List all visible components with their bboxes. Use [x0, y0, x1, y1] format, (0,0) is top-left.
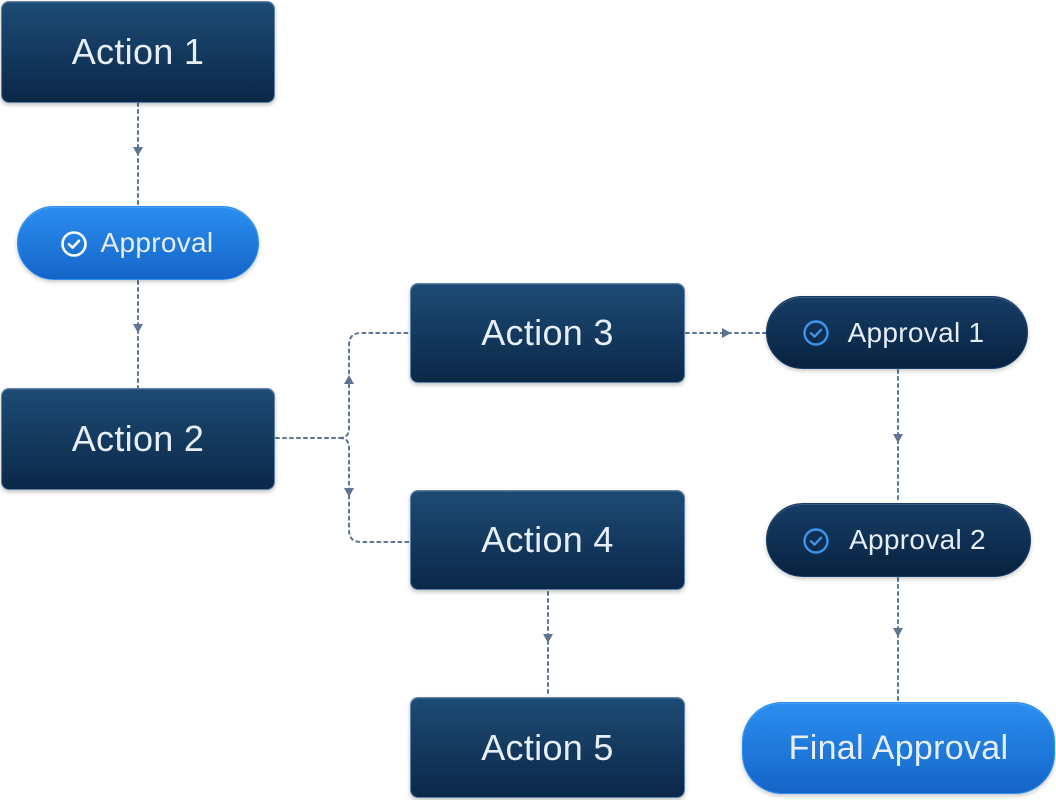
check-circle-icon — [61, 231, 87, 257]
edge-branch-action3 — [339, 332, 411, 439]
arrow-right-icon — [722, 328, 731, 338]
arrow-down-icon — [133, 147, 143, 156]
node-label: Action 5 — [481, 726, 614, 768]
node-label: Approval 2 — [849, 524, 986, 555]
node-label: Final Approval — [788, 728, 1009, 767]
node-action-4[interactable]: Action 4 — [410, 490, 685, 590]
arrow-down-icon — [543, 634, 553, 643]
edge-branch-action4 — [339, 437, 411, 543]
node-action-3[interactable]: Action 3 — [410, 283, 685, 383]
arrowheads — [133, 147, 903, 643]
node-action-5[interactable]: Action 5 — [410, 697, 685, 798]
check-circle-icon — [803, 528, 829, 554]
node-approval-2[interactable]: Approval 2 — [766, 503, 1031, 577]
node-label: Approval 1 — [847, 316, 985, 348]
node-label: Action 3 — [481, 312, 614, 353]
node-action-2[interactable]: Action 2 — [1, 388, 275, 490]
node-approval[interactable]: Approval — [17, 206, 259, 280]
arrow-down-icon — [133, 324, 143, 333]
arrow-up-icon — [344, 375, 354, 384]
arrow-down-icon — [893, 434, 903, 443]
node-final-approval[interactable]: Final Approval — [742, 702, 1055, 794]
node-action-1[interactable]: Action 1 — [1, 1, 275, 103]
node-label: Approval — [100, 227, 214, 258]
check-circle-icon — [803, 320, 829, 346]
node-label: Action 1 — [71, 31, 205, 72]
arrow-down-icon — [344, 488, 354, 497]
arrow-down-icon — [893, 628, 903, 637]
node-approval-1[interactable]: Approval 1 — [766, 296, 1028, 369]
node-label: Action 4 — [481, 519, 614, 560]
node-label: Action 2 — [71, 418, 205, 459]
